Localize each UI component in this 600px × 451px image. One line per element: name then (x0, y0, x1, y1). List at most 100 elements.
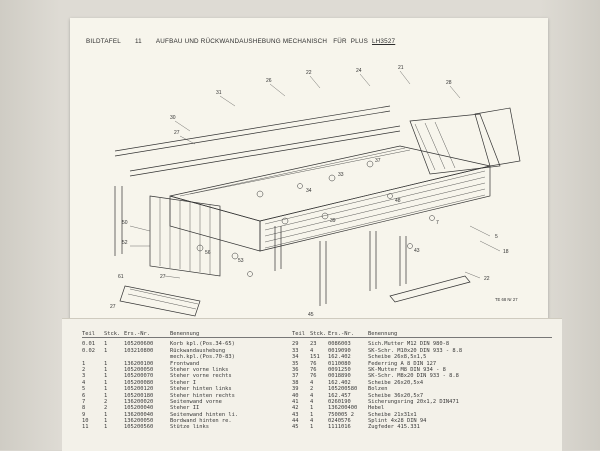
front-wall (149, 195, 221, 277)
col-header-stck: Stck. (310, 331, 327, 337)
cell-teil: 4 (82, 379, 86, 386)
callout-label: 27 (160, 274, 166, 280)
cell-ers-nr: 0019090 (328, 347, 351, 354)
cell-ers-nr: 0086003 (328, 341, 351, 348)
cell-teil: 0.01 (82, 341, 95, 348)
cell-benennung: Sich.Mutter M12 DIN 980-8 (368, 341, 450, 348)
body-front-panel (169, 195, 261, 252)
fuer-label: FÜR (333, 37, 347, 45)
cell-stck: 1 (104, 411, 108, 418)
cell-benennung: Korb kpl.(Pos.34-65) (170, 341, 235, 348)
body-side-panel (259, 165, 491, 252)
parts-column-left: Teil Stck. Ers.-Nr. Benennung 0.01 1 10520… (82, 331, 292, 431)
cell-stck: 4 (310, 392, 314, 399)
callout-label: 34 (306, 188, 312, 194)
parts-header-row: Teil Stck. Ers.-Nr. Benennung (82, 331, 292, 339)
plus-label: PLUS (350, 37, 368, 45)
parts-header-row: Teil Stck. Ers.-Nr. Benennung (292, 331, 552, 339)
top-rail (129, 130, 401, 177)
cell-stck: 1 (310, 411, 314, 418)
cell-benennung: Seitenwand hinten li. (170, 411, 239, 418)
callout-label: 43 (414, 248, 420, 254)
cell-teil: 8 (82, 405, 86, 412)
callout-label: 45 (308, 312, 314, 318)
cell-benennung: Scheibe 36x20,5x7 (368, 392, 424, 399)
cell-stck: 4 (310, 347, 314, 354)
cell-benennung: Bordwand hinten re. (170, 418, 232, 425)
cell-teil: 43 (292, 411, 299, 418)
cell-benennung: Hebel (368, 405, 385, 412)
cell-ers-nr: 0240576 (328, 418, 351, 425)
cell-benennung: Steher hinten links (170, 386, 232, 393)
cell-ers-nr: 0018890 (328, 373, 351, 380)
col-header-teil: Teil (292, 331, 305, 337)
callout-label: 28 (446, 80, 452, 86)
callout-label: 52 (122, 240, 128, 246)
cell-stck: 4 (310, 379, 314, 386)
cell-ers-nr: 136200020 (124, 398, 154, 405)
callout-label: 27 (110, 304, 116, 310)
cell-stck: 1 (104, 379, 108, 386)
cell-ers-nr: 0091250 (328, 366, 351, 373)
bildtafel-number: 11 (134, 37, 142, 45)
cell-benennung: SK-Mutter M8 DIN 934 - 8 (368, 366, 446, 373)
col-header-ers-nr: Ers.-Nr. (124, 331, 150, 337)
callout-label: 21 (398, 65, 404, 71)
col-header-teil: Teil (82, 331, 95, 337)
callout-label: 39 (330, 218, 336, 224)
rear-frame (409, 113, 501, 175)
cell-ers-nr: 136200040 (124, 411, 154, 418)
cell-stck: 1 (104, 347, 108, 354)
cell-ers-nr: 105200050 (124, 366, 154, 373)
cell-benennung: Splint 4x28 DIN 94 (368, 418, 427, 425)
callout-label: 53 (238, 258, 244, 264)
cell-stck: 76 (310, 360, 317, 367)
model-number: LH3527 (371, 37, 396, 45)
cell-stck: 2 (104, 405, 108, 412)
cell-benennung: Steher hinten rechts (170, 392, 235, 399)
callout-label: 18 (503, 249, 509, 255)
top-rail (114, 105, 391, 152)
exploded-view-drawing: 31 26 22 24 21 28 30 27 50 52 27 61 27 5… (110, 65, 521, 318)
cell-ers-nr: 750005 2 (328, 411, 354, 418)
cell-stck: 1 (104, 366, 108, 373)
cell-benennung: Scheibe 26x8,5x1,5 (368, 354, 427, 361)
cell-benennung: Steher I (170, 379, 196, 386)
top-rail (114, 110, 391, 157)
col-header-benennung: Benennung (170, 331, 200, 337)
cell-benennung: Seitenwand vorne (170, 398, 222, 405)
cell-stck: 1 (104, 360, 108, 367)
cell-ers-nr: 105200120 (124, 386, 154, 393)
cell-ers-nr: 105200180 (124, 392, 154, 399)
cell-benennung: Sicherungsring 20x1,2 DIN471 (368, 398, 459, 405)
cell-stck: 4 (310, 418, 314, 425)
cell-stck: 1 (104, 341, 108, 348)
callout-label: 27 (174, 130, 180, 136)
cell-teil: 34 (292, 354, 299, 361)
cell-ers-nr: 136200050 (124, 418, 154, 425)
cell-benennung: SK-Schr. M8x20 DIN 933 - 8.8 (368, 373, 459, 380)
cell-ers-nr: 103210800 (124, 347, 154, 354)
top-rail (129, 125, 401, 172)
callout-label: 61 (118, 274, 124, 280)
cell-stck: 1 (104, 386, 108, 393)
cell-teil: 2 (82, 366, 86, 373)
bildtafel-label: BILDTAFEL (86, 37, 121, 45)
cell-stck: 2 (104, 398, 108, 405)
cell-stck: 23 (310, 341, 317, 348)
cell-benennung: Steher II (170, 405, 200, 412)
